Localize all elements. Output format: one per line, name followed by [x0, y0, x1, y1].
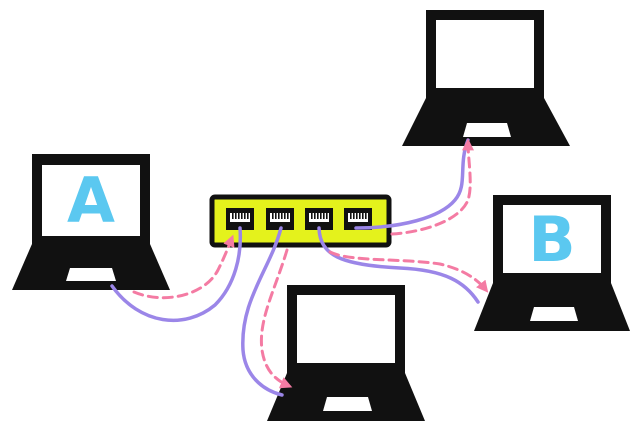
cable-switch-to-b	[317, 226, 480, 304]
laptop-b: B	[474, 195, 630, 331]
cables	[110, 138, 480, 397]
packet-path-switch-to-top	[390, 138, 475, 236]
laptop-icon	[12, 154, 170, 290]
packet-path-a-to-switch	[132, 234, 235, 300]
laptop-a: A	[12, 154, 170, 290]
packet-path-switch-to-b	[328, 250, 489, 293]
laptop-top-right	[402, 10, 570, 146]
laptop-b-label: B	[528, 203, 575, 276]
laptop-bottom	[267, 285, 425, 421]
cable-switch-to-top	[354, 138, 470, 230]
laptop-icon	[402, 10, 570, 146]
packet-paths	[132, 138, 489, 389]
network-switch	[209, 194, 392, 248]
laptop-icon	[267, 285, 425, 421]
laptop-a-label: A	[67, 164, 115, 237]
laptop-icon	[474, 195, 630, 331]
cable-switch-to-bottom	[241, 226, 284, 397]
packet-path-switch-to-bottom	[259, 248, 293, 389]
cable-a-to-switch	[110, 226, 243, 323]
